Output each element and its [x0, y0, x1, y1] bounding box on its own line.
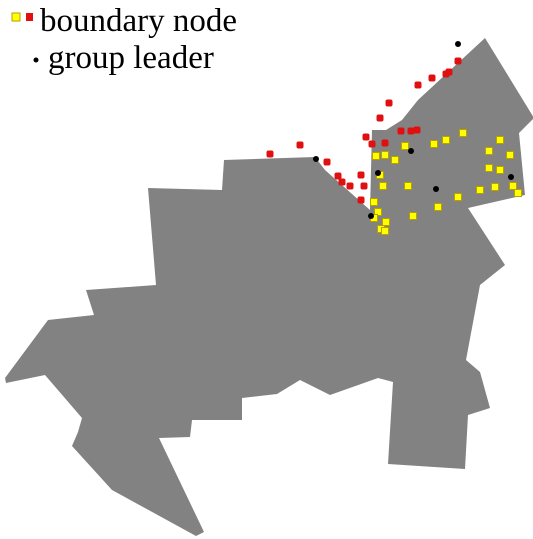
yellow-boundary-node [459, 129, 467, 137]
yellow-boundary-node [454, 193, 462, 201]
red-boundary-node [376, 114, 384, 122]
yellow-boundary-node [491, 183, 499, 191]
yellow-boundary-node [381, 151, 389, 159]
legend-black-dot-marker [33, 57, 39, 63]
red-boundary-nodes [266, 57, 462, 204]
yellow-boundary-node [485, 147, 493, 155]
yellow-boundary-node [430, 140, 438, 148]
red-boundary-node [296, 141, 304, 149]
group-leader-node [508, 174, 514, 180]
yellow-boundary-node [434, 203, 442, 211]
yellow-boundary-node [382, 218, 390, 226]
red-boundary-node [428, 74, 436, 82]
red-boundary-node [338, 178, 346, 186]
red-boundary-node [357, 171, 365, 179]
red-boundary-node [413, 126, 421, 134]
yellow-boundary-node [381, 227, 389, 235]
yellow-boundary-node [476, 186, 484, 194]
red-boundary-node [385, 99, 393, 107]
yellow-boundary-node [404, 182, 412, 190]
red-boundary-node [454, 57, 462, 65]
yellow-boundary-node [509, 182, 517, 190]
group-leader-node [455, 41, 461, 47]
yellow-boundary-nodes [370, 129, 522, 235]
red-boundary-node [397, 127, 405, 135]
legend-yellow-square-marker [11, 12, 21, 22]
group-leader-node [408, 148, 414, 154]
yellow-boundary-node [379, 182, 387, 190]
group-leader-node [313, 156, 319, 162]
yellow-boundary-node [370, 198, 378, 206]
yellow-boundary-node [496, 166, 504, 174]
yellow-boundary-node [485, 164, 493, 172]
yellow-boundary-node [496, 136, 504, 144]
red-boundary-node [381, 139, 389, 147]
red-boundary-node [334, 172, 342, 180]
yellow-boundary-node [372, 152, 380, 160]
yellow-boundary-node [506, 151, 514, 159]
red-boundary-node [442, 70, 450, 78]
red-boundary-node [362, 133, 370, 141]
yellow-boundary-node [409, 212, 417, 220]
red-boundary-node [323, 158, 331, 166]
red-boundary-node [414, 81, 422, 89]
yellow-boundary-node [442, 136, 450, 144]
group-leader-node [433, 186, 439, 192]
red-boundary-node [357, 196, 365, 204]
legend-boundary-node-label: boundary node [40, 3, 237, 39]
legend-boundary-node: boundary node [11, 3, 237, 39]
red-boundary-node [407, 127, 415, 135]
deployment-region [5, 38, 533, 536]
red-boundary-node [360, 182, 368, 190]
red-boundary-node [346, 182, 354, 190]
legend-group-leader-label: group leader [48, 40, 214, 76]
legend-red-square-marker [26, 13, 33, 21]
legend: boundary node group leader [11, 3, 237, 76]
red-boundary-node [266, 150, 274, 158]
legend-group-leader: group leader [33, 40, 214, 76]
red-boundary-node [368, 140, 376, 148]
yellow-boundary-node [401, 142, 409, 150]
yellow-boundary-node [391, 156, 399, 164]
group-leader-node [375, 170, 381, 176]
yellow-boundary-node [514, 189, 522, 197]
group-leader-nodes [313, 41, 514, 219]
group-leader-node [368, 213, 374, 219]
